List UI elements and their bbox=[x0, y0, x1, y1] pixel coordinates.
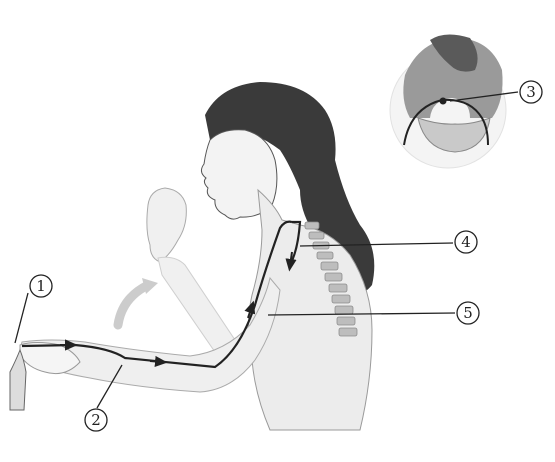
svg-text:5: 5 bbox=[463, 304, 473, 322]
brain-inset bbox=[390, 34, 506, 168]
svg-text:3: 3 bbox=[526, 83, 536, 101]
motion-arrow-icon bbox=[118, 285, 148, 325]
raised-hand bbox=[147, 188, 186, 262]
label-4: 4 bbox=[455, 231, 477, 253]
label-5: 5 bbox=[457, 302, 479, 324]
raised-forearm bbox=[158, 257, 235, 352]
svg-text:2: 2 bbox=[91, 411, 101, 429]
label-2: 2 bbox=[85, 409, 107, 431]
label-3: 3 bbox=[520, 81, 542, 103]
svg-text:1: 1 bbox=[36, 277, 46, 295]
label-1: 1 bbox=[30, 275, 52, 297]
svg-text:4: 4 bbox=[461, 233, 471, 251]
